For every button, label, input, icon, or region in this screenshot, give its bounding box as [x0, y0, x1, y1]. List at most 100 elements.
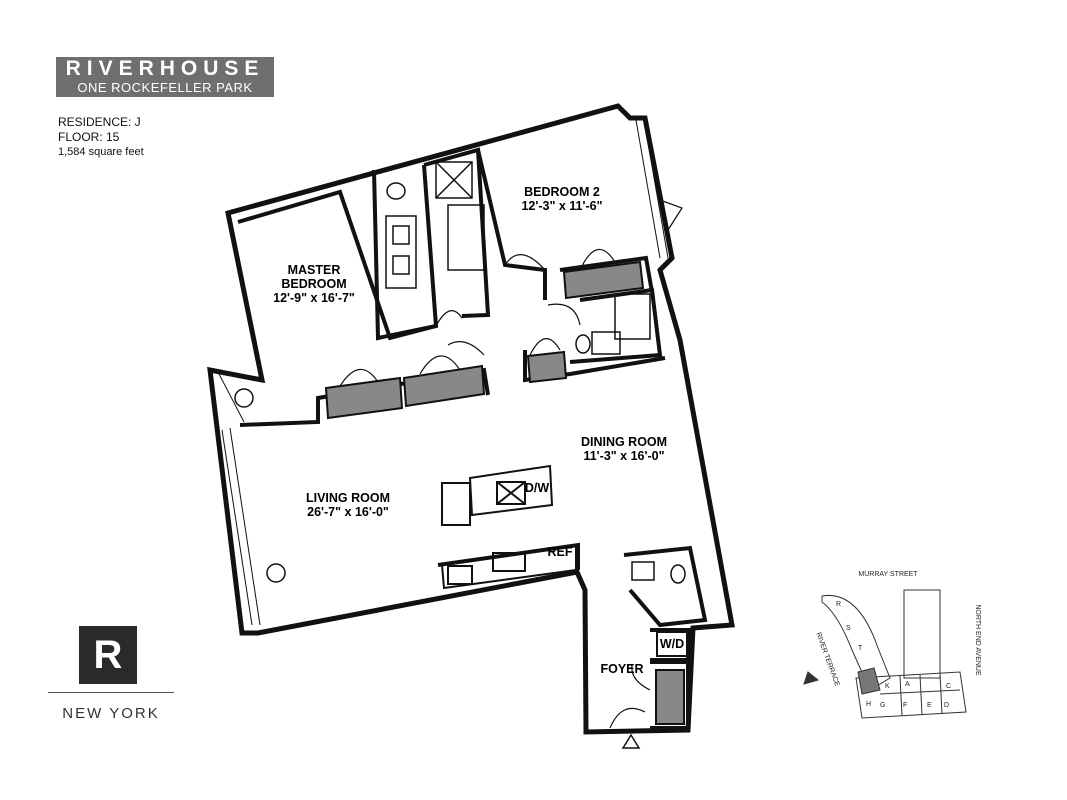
foyer-closet-wall	[650, 660, 690, 730]
keyplan-unit-h: H	[866, 701, 871, 708]
bath2-tub	[614, 293, 651, 340]
kitchen-sink	[447, 565, 473, 585]
keyplan-unit-k: K	[885, 683, 890, 690]
entry-marker	[621, 733, 641, 749]
window-nw	[217, 371, 245, 423]
dining-room-label: DINING ROOM	[581, 435, 667, 449]
outer-wall	[207, 103, 735, 735]
master-vanity	[385, 215, 417, 289]
keyplan-div-1	[879, 689, 961, 695]
window-ne-2	[643, 119, 669, 259]
keyplan-unit-e: E	[927, 702, 932, 709]
keyplan-unit-c: C	[946, 683, 951, 690]
bed2-door-swing	[504, 254, 546, 271]
foyer-closet	[655, 669, 685, 725]
keyplan-unit-g: G	[880, 702, 885, 709]
window-ne	[635, 119, 661, 259]
brand-city: NEW YORK	[62, 705, 160, 722]
keyplan-div-4	[939, 673, 943, 715]
keyplan-curve-building	[821, 594, 891, 691]
shower-x2	[435, 161, 473, 199]
master-closet-2	[402, 364, 486, 408]
foyer-closet-door	[631, 664, 651, 691]
column-1	[234, 388, 254, 408]
master-door-swing	[435, 310, 463, 327]
residence-label: RESIDENCE: J	[58, 115, 141, 129]
keyplan-street-west: RIVER TERRACE	[814, 632, 840, 688]
master-toilet-icon	[386, 182, 406, 200]
keyplan-unit-a: A	[905, 681, 910, 688]
bath2-toilet-icon	[575, 334, 591, 354]
dishwasher	[496, 481, 526, 505]
bedroom2-closet-wall	[559, 255, 654, 293]
keyplan-unit-d: D	[944, 702, 949, 709]
bedroom2-label: BEDROOM 2	[524, 185, 600, 199]
bed2-window-door	[659, 199, 683, 231]
keyplan-div-2	[899, 675, 903, 717]
keyplan-unit-f: F	[903, 702, 907, 709]
brand-logo: RIVERHOUSE ONE ROCKEFELLER PARK	[56, 57, 274, 97]
entry-door-swing	[609, 707, 646, 729]
wd-label: W/D	[660, 637, 684, 651]
kitchen-island	[441, 482, 471, 526]
master-bedroom-label: MASTER	[288, 263, 341, 277]
master-bath-wall	[372, 164, 439, 341]
bedroom2-closet	[562, 260, 645, 300]
floor-label: FLOOR: 15	[58, 130, 120, 144]
window-west	[221, 429, 253, 626]
living-room-label: LIVING ROOM	[306, 491, 390, 505]
closet-door-1	[339, 368, 379, 387]
brand-divider	[48, 692, 174, 693]
hall-closet	[526, 350, 568, 384]
master-south-wall	[239, 367, 490, 427]
area-label: 1,584 square feet	[58, 146, 144, 158]
keyplan-tower	[903, 589, 941, 679]
stove	[492, 552, 526, 572]
keyplan-unit-t: T	[858, 645, 863, 652]
closet-door-3	[581, 248, 616, 267]
keyplan-unit-r: R	[836, 601, 841, 608]
keyplan-unit-s: S	[846, 625, 851, 632]
bedroom2-dims: 12'-3" x 11'-6"	[521, 199, 602, 213]
master-bedroom-dims: 12'-9" x 16'-7"	[273, 291, 355, 305]
column-2	[266, 563, 286, 583]
residence-info: RESIDENCE: J FLOOR: 15 1,584 square feet	[58, 115, 144, 160]
keyplan-street-north: MURRAY STREET	[858, 571, 918, 578]
keyplan-div-3	[919, 674, 923, 716]
kitchen-counter	[440, 544, 577, 590]
bath2-door-swing	[547, 303, 581, 326]
master-bedroom-label-2: BEDROOM	[281, 277, 346, 291]
keyplan-unit-j-highlight	[857, 667, 881, 695]
master-shower	[435, 161, 473, 199]
living-room-dims: 26'-7" x 16'-0"	[307, 505, 389, 519]
brand-subtitle: ONE ROCKEFELLER PARK	[77, 80, 253, 95]
north-arrow-icon	[803, 671, 820, 685]
dw-label: D/W	[525, 481, 550, 495]
closet-door-4	[529, 338, 561, 356]
keyplan-base	[855, 671, 967, 719]
bedroom2-wall	[476, 149, 547, 300]
master-sink-2	[392, 255, 410, 275]
bath2-vanity	[591, 331, 621, 355]
master-closet-1	[324, 376, 404, 420]
master-sink-1	[392, 225, 410, 245]
bath2-wall	[569, 287, 663, 364]
powder-toilet-icon	[670, 564, 686, 584]
powder-room-wall	[623, 545, 708, 628]
key-plan	[803, 589, 967, 719]
kitchen-island-counter	[468, 464, 554, 517]
dining-room-dims: 11'-3" x 16'-0"	[583, 449, 664, 463]
powder-sink	[631, 561, 655, 581]
ref-label: REF	[548, 545, 573, 559]
bath-wall-2	[423, 147, 491, 318]
closet-door-2	[419, 355, 461, 375]
dishwasher-x2	[496, 481, 526, 505]
foyer-label: FOYER	[600, 662, 643, 676]
keyplan-street-east: NORTH END AVENUE	[974, 604, 981, 676]
hall-door-swing	[447, 341, 485, 356]
brand-name: RIVERHOUSE	[65, 57, 265, 80]
brand-badge: R	[79, 626, 137, 684]
master-tub	[447, 204, 485, 271]
washer-dryer	[656, 631, 688, 657]
